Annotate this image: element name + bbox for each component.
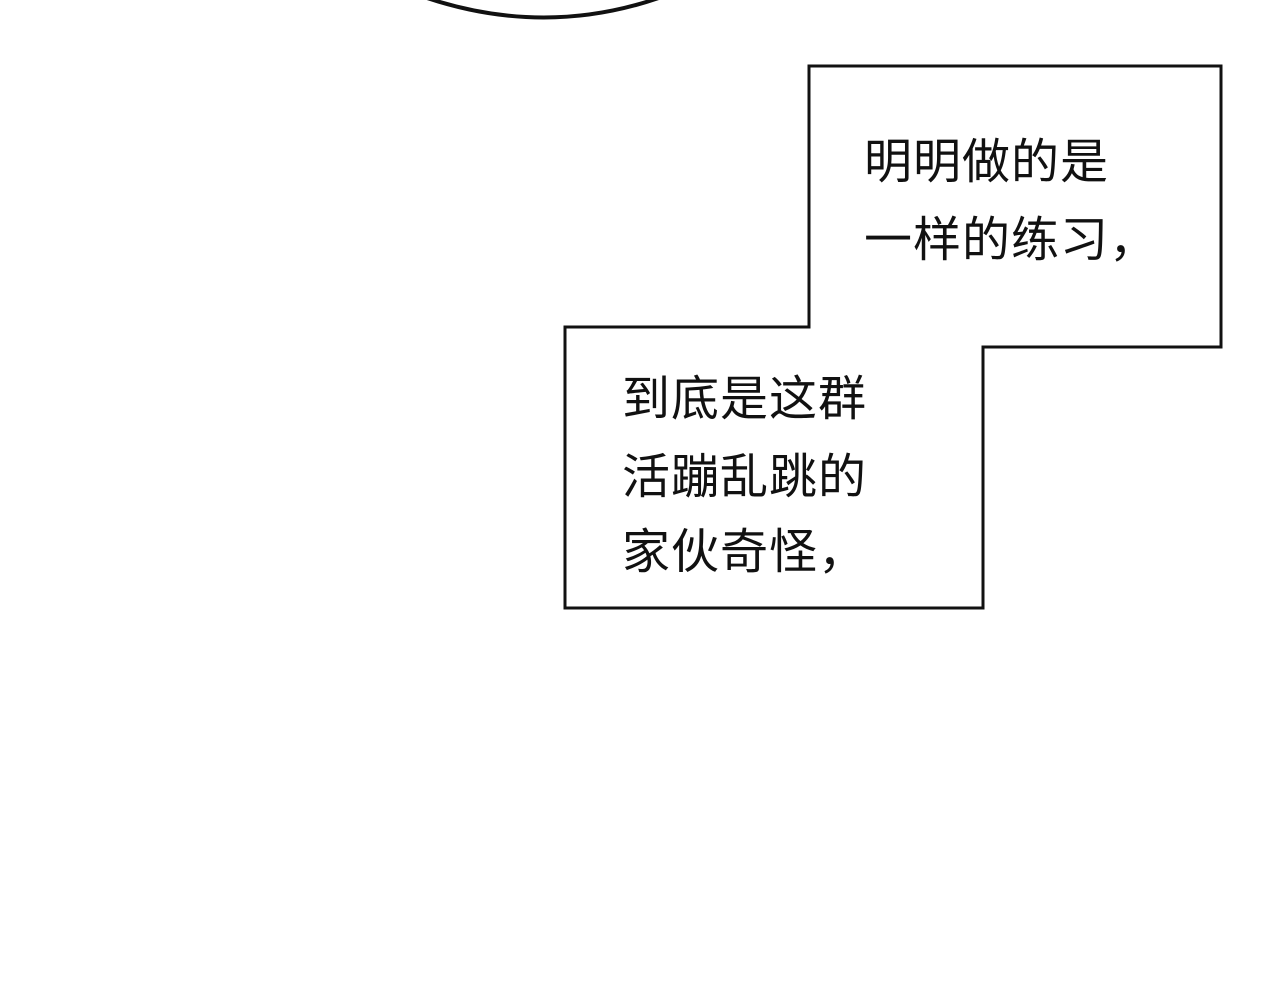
caption-line: 活蹦乱跳的 — [622, 449, 868, 505]
caption-line: 到底是这群 — [622, 371, 868, 427]
caption-box-outline — [563, 64, 1223, 610]
caption-line: 家伙奇怪， — [622, 524, 868, 580]
caption-line: 明明做的是 — [864, 134, 1110, 190]
speech-bubble-edge — [427, 0, 659, 20]
caption-line: 一样的练习， — [864, 212, 1159, 268]
